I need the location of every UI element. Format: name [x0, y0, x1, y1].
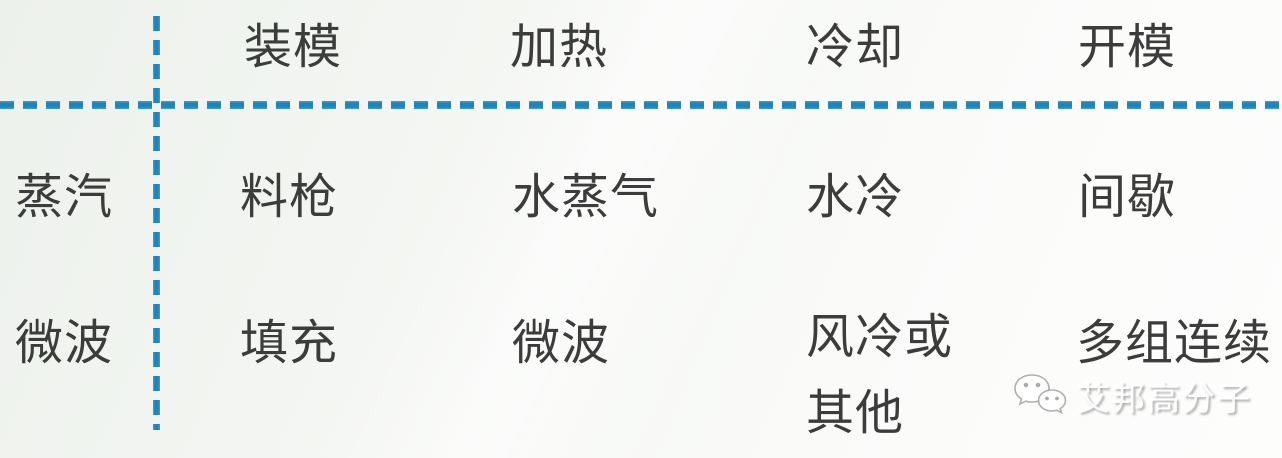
- table-cell: 水蒸气: [512, 171, 660, 224]
- row-label-microwave: 微波: [15, 317, 114, 370]
- row-label-divider-dashed-line: [153, 16, 160, 430]
- column-header-mold-opening: 开模: [1078, 21, 1177, 74]
- table-cell: 填充: [240, 317, 339, 370]
- header-divider-dashed-line: [0, 101, 1282, 109]
- table-cell: 料枪: [240, 171, 339, 224]
- watermark-label: 艾邦高分子: [1077, 380, 1252, 417]
- table-cell: 微波: [512, 317, 611, 370]
- row-label-steam: 蒸汽: [15, 171, 114, 224]
- table-cell: 多组连续: [1076, 317, 1273, 370]
- column-header-mold-loading: 装模: [244, 21, 343, 74]
- table-cell: 水冷: [806, 171, 905, 224]
- column-header-cooling: 冷却: [806, 21, 905, 74]
- column-header-heating: 加热: [510, 21, 609, 74]
- watermark: 艾邦高分子: [1012, 372, 1252, 420]
- table-cell: 风冷或其他: [806, 311, 954, 440]
- table-cell: 间歇: [1078, 171, 1177, 224]
- wechat-icon: [1014, 374, 1067, 415]
